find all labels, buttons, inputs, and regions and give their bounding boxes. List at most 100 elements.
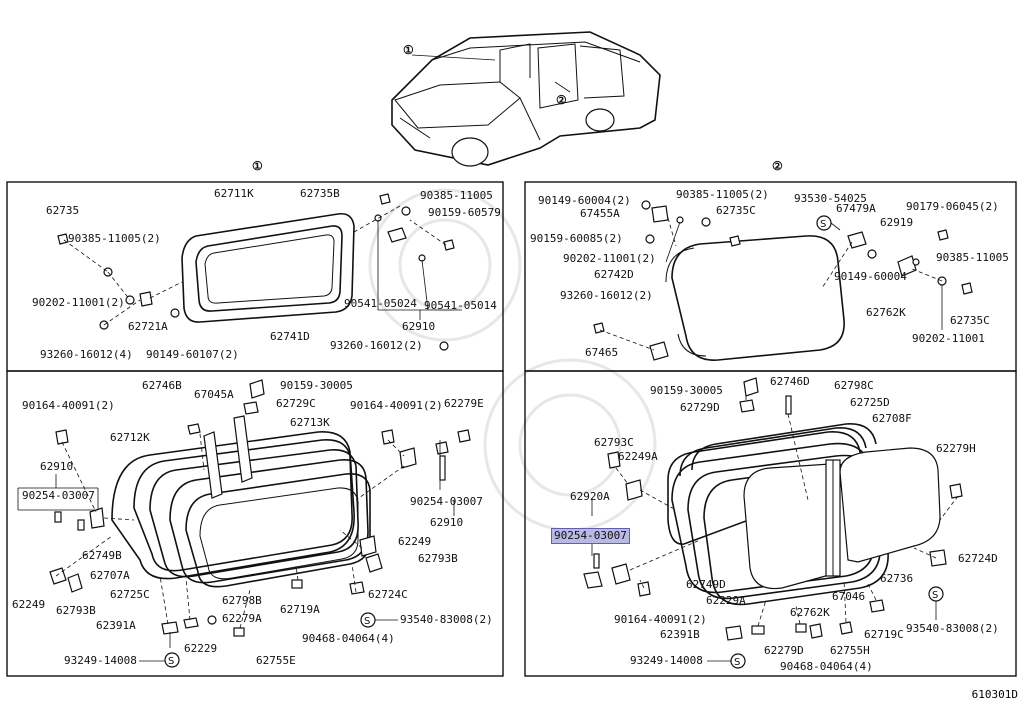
quarter-window-frame-stack: [111, 415, 371, 588]
part-label-93260-16012-2[interactable]: 93260-16012(2): [330, 339, 423, 352]
part-label-90164-40091-2b[interactable]: 90164-40091(2): [350, 399, 443, 412]
part-label-62910b[interactable]: 62910: [430, 516, 464, 529]
part-label-62735C-b[interactable]: 62735C: [950, 314, 990, 327]
part-label-90202-11001-2[interactable]: 90202-11001(2): [32, 296, 125, 309]
part-label-62719C[interactable]: 62719C: [864, 628, 904, 641]
part-label-62391B[interactable]: 62391B: [660, 628, 700, 641]
part-label-62724C[interactable]: 62724C: [368, 588, 408, 601]
panel-sliding-door-bottom: [524, 370, 1017, 677]
part-label-90202-11001-2b[interactable]: 90202-11001(2): [563, 252, 656, 265]
panel2-top-hardware: [593, 200, 973, 361]
part-label-93260-16012-2b[interactable]: 93260-16012(2): [560, 289, 653, 302]
part-label-62249[interactable]: 62249: [398, 535, 432, 548]
part-label-62721A[interactable]: 62721A: [128, 320, 168, 333]
part-label-62793Bb[interactable]: 62793B: [56, 604, 96, 617]
part-label-90541-05024[interactable]: 90541-05024: [344, 297, 417, 310]
callout-2[interactable]: ②: [556, 93, 567, 107]
part-label-93249-14008b[interactable]: 93249-14008: [630, 654, 703, 667]
part-label-90468-04064-4b[interactable]: 90468-04064(4): [780, 660, 873, 673]
part-label-90159-60579[interactable]: 90159-60579: [428, 206, 501, 219]
part-label-90541-05014[interactable]: 90541-05014: [424, 299, 497, 312]
part-label-62735C[interactable]: 62735C: [716, 204, 756, 217]
part-label-67465[interactable]: 67465: [585, 346, 619, 359]
part-label-62746D[interactable]: 62746D: [770, 375, 810, 388]
part-label-62755E[interactable]: 62755E: [256, 654, 296, 667]
part-label-62755H[interactable]: 62755H: [830, 644, 870, 657]
part-label-90179-06045-2[interactable]: 90179-06045(2): [906, 200, 999, 213]
van-illustration: [391, 31, 661, 167]
sliding-window-glass: [665, 235, 845, 361]
part-label-62713K[interactable]: 62713K: [290, 416, 330, 429]
part-label-62725D[interactable]: 62725D: [850, 396, 890, 409]
part-label-93260-16012-4[interactable]: 93260-16012(4): [40, 348, 133, 361]
part-label-62793B[interactable]: 62793B: [418, 552, 458, 565]
section-title-2: ②: [772, 159, 783, 173]
part-label-62708F[interactable]: 62708F: [872, 412, 912, 425]
s-marker-leaders: [139, 222, 937, 662]
part-label-93540-83008-2b[interactable]: 93540-83008(2): [906, 622, 999, 635]
part-label-62762K-b[interactable]: 62762K: [790, 606, 830, 619]
part-label-90159-60085-2[interactable]: 90159-60085(2): [530, 232, 623, 245]
part-label-90159-30005[interactable]: 90159-30005: [280, 379, 353, 392]
part-label-62391A[interactable]: 62391A: [96, 619, 136, 632]
part-label-62798C[interactable]: 62798C: [834, 379, 874, 392]
part-label-62920A[interactable]: 62920A: [570, 490, 610, 503]
part-label-62793C[interactable]: 62793C: [594, 436, 634, 449]
section-title-1: ①: [252, 159, 263, 173]
part-label-62749B[interactable]: 62749B: [82, 549, 122, 562]
part-label-62711K[interactable]: 62711K: [214, 187, 254, 200]
part-label-62746B[interactable]: 62746B: [142, 379, 182, 392]
part-label-90385-11005[interactable]: 90385-11005: [420, 189, 493, 202]
part-label-90385-11005-2[interactable]: 90385-11005(2): [68, 232, 161, 245]
part-label-62729C[interactable]: 62729C: [276, 397, 316, 410]
svg-text:S: S: [364, 616, 370, 627]
part-label-62762K[interactable]: 62762K: [866, 306, 906, 319]
part-label-62725C[interactable]: 62725C: [110, 588, 150, 601]
part-label-62719A[interactable]: 62719A: [280, 603, 320, 616]
part-label-62724D[interactable]: 62724D: [958, 552, 998, 565]
part-label-62798B[interactable]: 62798B: [222, 594, 262, 607]
part-label-62742D[interactable]: 62742D: [594, 268, 634, 281]
part-label-93530-54025[interactable]: 93530-54025: [794, 192, 867, 205]
part-label-62229[interactable]: 62229: [184, 642, 218, 655]
part-label-90164-40091-2[interactable]: 90164-40091(2): [22, 399, 115, 412]
part-label-62729D[interactable]: 62729D: [680, 401, 720, 414]
part-label-67046[interactable]: 67046: [832, 590, 866, 603]
part-label-62707A[interactable]: 62707A: [90, 569, 130, 582]
part-label-62279D[interactable]: 62279D: [764, 644, 804, 657]
part-label-62735B[interactable]: 62735B: [300, 187, 340, 200]
part-label-62249A[interactable]: 62249A: [618, 450, 658, 463]
part-label-62736[interactable]: 62736: [880, 572, 914, 585]
part-label-62279A[interactable]: 62279A: [222, 612, 262, 625]
part-label-67455A[interactable]: 67455A: [580, 207, 620, 220]
part-label-93249-14008[interactable]: 93249-14008: [64, 654, 137, 667]
part-label-93540-83008-2[interactable]: 93540-83008(2): [400, 613, 493, 626]
part-label-62712K[interactable]: 62712K: [110, 431, 150, 444]
part-label-67045A[interactable]: 67045A: [194, 388, 234, 401]
part-label-62910a[interactable]: 62910: [40, 460, 74, 473]
part-label-90149-60107-2[interactable]: 90149-60107(2): [146, 348, 239, 361]
callout-1[interactable]: ①: [403, 43, 414, 57]
part-label-90149-60004-2[interactable]: 90149-60004(2): [538, 194, 631, 207]
part-label-62919[interactable]: 62919: [880, 216, 914, 229]
part-label-62749D[interactable]: 62749D: [686, 578, 726, 591]
part-label-62229A[interactable]: 62229A: [706, 594, 746, 607]
part-label-62279E[interactable]: 62279E: [444, 397, 484, 410]
part-label-90254-03007b[interactable]: 90254-03007: [410, 495, 483, 508]
part-label-67479A[interactable]: 67479A: [836, 202, 876, 215]
part-label-62910[interactable]: 62910: [402, 320, 436, 333]
part-label-62741D[interactable]: 62741D: [270, 330, 310, 343]
part-label-90254-03007-highlighted[interactable]: 90254-03007: [551, 528, 630, 544]
part-label-62249b[interactable]: 62249: [12, 598, 46, 611]
part-label-90149-60004[interactable]: 90149-60004: [834, 270, 907, 283]
part-label-90254-03007[interactable]: 90254-03007: [22, 489, 95, 502]
part-label-62279H[interactable]: 62279H: [936, 442, 976, 455]
s-markers: [164, 215, 944, 669]
part-label-90468-04064-4[interactable]: 90468-04064(4): [302, 632, 395, 645]
part-label-90385-11005b[interactable]: 90385-11005: [936, 251, 1009, 264]
part-label-90202-11001[interactable]: 90202-11001: [912, 332, 985, 345]
part-label-90385-11005-2b[interactable]: 90385-11005(2): [676, 188, 769, 201]
part-label-62735[interactable]: 62735: [46, 204, 80, 217]
part-label-90159-30005b[interactable]: 90159-30005: [650, 384, 723, 397]
part-label-90164-40091-2c[interactable]: 90164-40091(2): [614, 613, 707, 626]
